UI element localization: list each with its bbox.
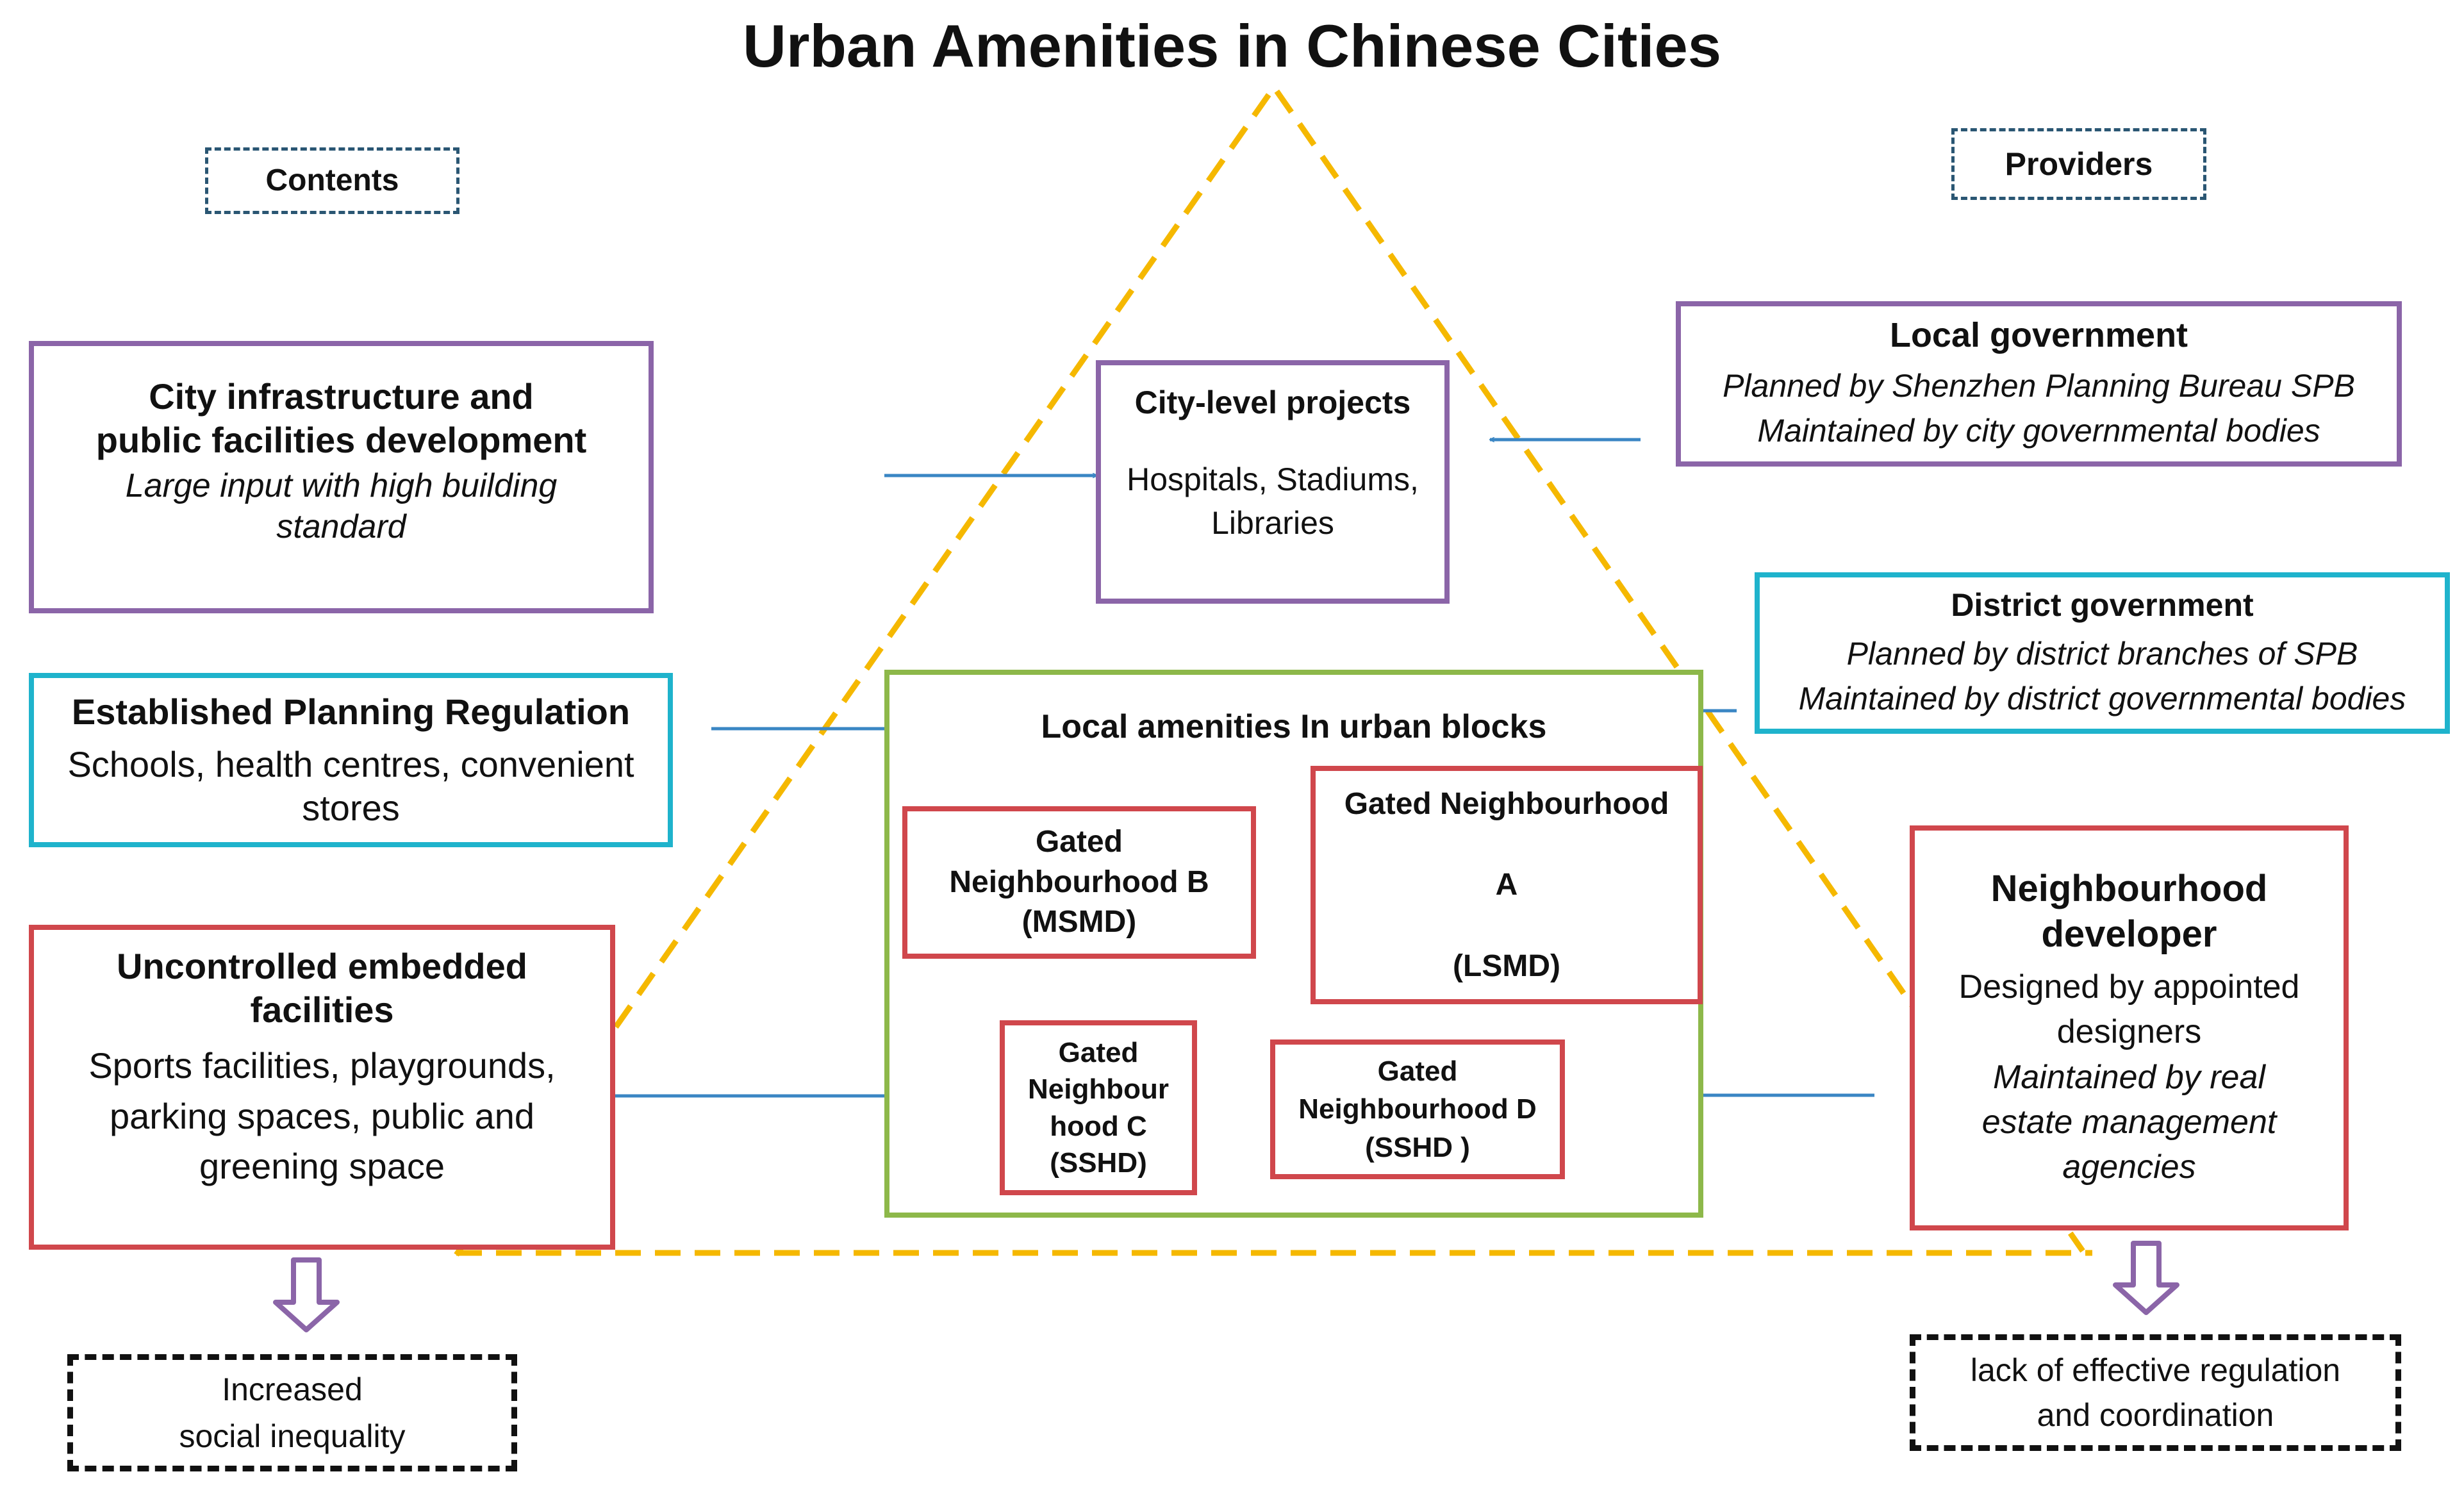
gated-neighbourhood-a-label: Gated Neighbourhood A (LSMD)	[1344, 786, 1669, 984]
city-infrastructure-subtitle: Large input with high building standard	[125, 467, 558, 545]
city-infrastructure-title: City infrastructure and public facilitie…	[95, 376, 587, 461]
uncontrolled-facilities-body: Sports facilities, playgrounds, parking …	[88, 1045, 556, 1186]
uncontrolled-facilities-box: Uncontrolled embedded facilities Sports …	[29, 925, 615, 1250]
neighbourhood-developer-body: Designed by appointed designers	[1958, 968, 2300, 1051]
district-government-title: District government	[1951, 586, 2254, 623]
planning-regulation-title: Established Planning Regulation	[71, 691, 631, 732]
local-government-box: Local government Planned by Shenzhen Pla…	[1676, 301, 2402, 467]
neighbourhood-developer-maintenance: Maintained by real estate management age…	[1981, 1058, 2277, 1186]
gated-neighbourhood-b: Gated Neighbourhood B (MSMD)	[902, 806, 1256, 959]
local-government-body: Planned by Shenzhen Planning Bureau SPB …	[1723, 367, 2355, 449]
city-infrastructure-box: City infrastructure and public facilitie…	[29, 341, 654, 613]
gated-neighbourhood-a: Gated Neighbourhood A (LSMD)	[1311, 766, 1703, 1004]
local-amenities-title: Local amenities In urban blocks	[1041, 708, 1547, 745]
social-inequality-box: Increased social inequality	[67, 1354, 517, 1471]
social-inequality-label: Increased social inequality	[179, 1371, 406, 1454]
lack-of-regulation-label: lack of effective regulation and coordin…	[1970, 1352, 2341, 1433]
neighbourhood-developer-box: Neighbourhood developer Designed by appo…	[1910, 825, 2349, 1230]
uncontrolled-facilities-title: Uncontrolled embedded facilities	[117, 945, 527, 1030]
gated-neighbourhood-b-label: Gated Neighbourhood B (MSMD)	[949, 825, 1209, 940]
city-level-projects-body: Hospitals, Stadiums, Libraries	[1127, 461, 1419, 541]
gated-neighbourhood-c-label: Gated Neighbour hood C (SSHD)	[1028, 1037, 1169, 1179]
planning-regulation-body: Schools, health centres, convenient stor…	[67, 743, 634, 829]
district-government-body: Planned by district branches of SPB Main…	[1798, 635, 2406, 716]
providers-header: Providers	[1951, 128, 2206, 200]
local-government-title: Local government	[1889, 316, 2188, 355]
planning-regulation-box: Established Planning Regulation Schools,…	[29, 673, 673, 847]
gated-neighbourhood-d: Gated Neighbourhood D (SSHD )	[1270, 1039, 1565, 1179]
pyramid-triangle	[454, 82, 2092, 1257]
gated-neighbourhood-d-label: Gated Neighbourhood D (SSHD )	[1298, 1055, 1537, 1163]
contents-header-label: Contents	[265, 163, 399, 197]
city-level-projects-title: City-level projects	[1134, 385, 1411, 420]
gated-neighbourhood-c: Gated Neighbour hood C (SSHD)	[1000, 1020, 1197, 1195]
down-arrow-left	[273, 1257, 340, 1332]
page-title: Urban Amenities in Chinese Cities	[743, 12, 1721, 79]
lack-of-regulation-box: lack of effective regulation and coordin…	[1910, 1334, 2401, 1451]
neighbourhood-developer-title: Neighbourhood developer	[1990, 867, 2268, 955]
contents-header: Contents	[205, 147, 459, 214]
city-level-projects-box: City-level projects Hospitals, Stadiums,…	[1096, 360, 1450, 604]
down-arrow-right	[2113, 1241, 2179, 1315]
district-government-box: District government Planned by district …	[1755, 572, 2450, 734]
providers-header-label: Providers	[2005, 145, 2153, 182]
